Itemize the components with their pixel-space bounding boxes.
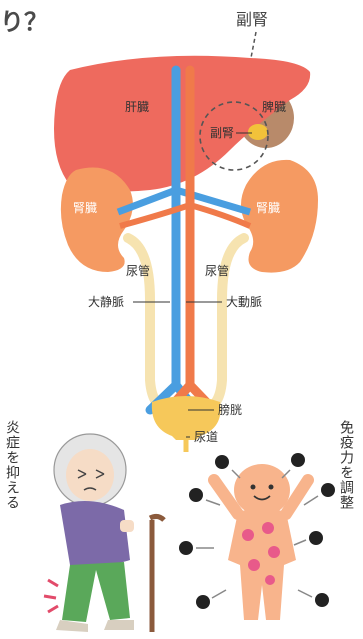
label-urethra: 尿道 (194, 430, 218, 444)
kidney-right (241, 160, 318, 273)
label-kidney-left: 腎臓 (73, 201, 97, 215)
label-vena-cava: 大静脈 (88, 295, 124, 309)
elderly-person-illustration (44, 434, 164, 632)
label-aorta: 大動脈 (226, 295, 262, 309)
label-adrenal: 副腎 (210, 126, 234, 140)
label-liver: 肝臓 (125, 100, 149, 114)
label-bladder: 膀胱 (218, 402, 242, 417)
header-title-fragment: り？ (0, 8, 48, 36)
caption-immune-regulation: 免疫力を調整 (336, 420, 356, 510)
adrenal-gland (248, 124, 268, 140)
label-kidney-right: 腎臓 (256, 201, 280, 215)
kidney-left (61, 168, 133, 273)
label-ureter-left: 尿管 (126, 263, 150, 278)
label-spleen: 脾臓 (262, 99, 286, 114)
adrenal-callout-label: 副腎 (236, 10, 268, 29)
caption-anti-inflammation: 炎症を抑える (2, 420, 22, 510)
label-ureter-right: 尿管 (205, 263, 229, 278)
immune-figure-illustration (214, 464, 308, 620)
